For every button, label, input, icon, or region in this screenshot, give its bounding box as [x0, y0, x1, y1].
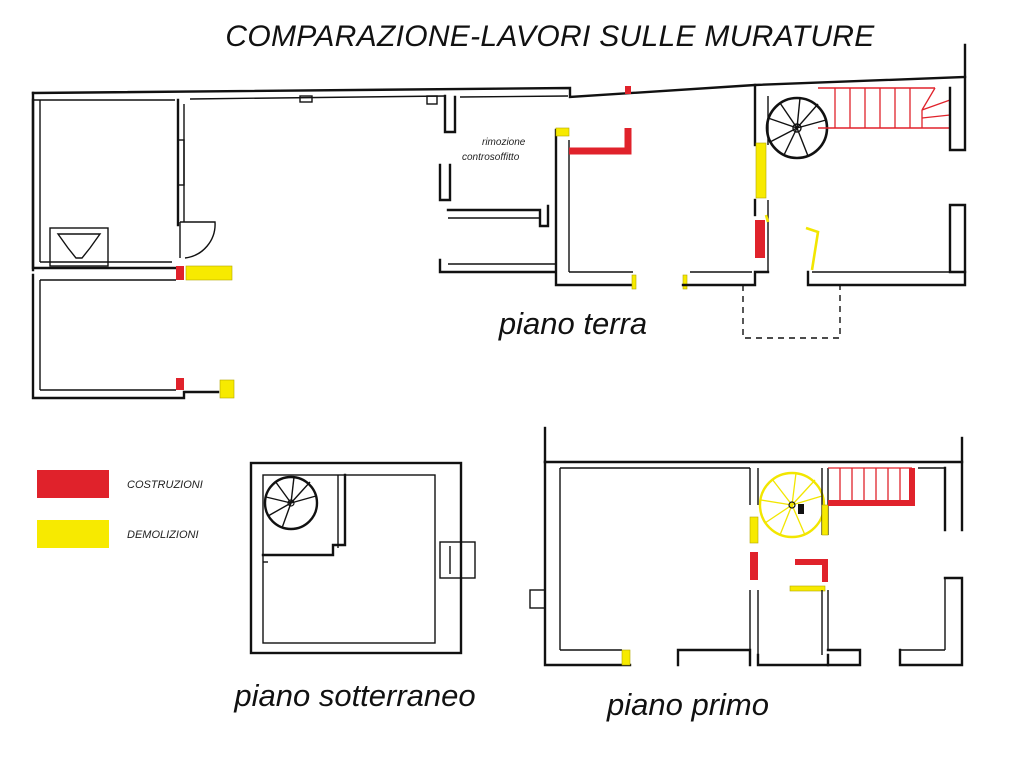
annotation-line1: rimozione [482, 137, 526, 148]
legend-label-costruzioni: COSTRUZIONI [127, 479, 203, 491]
legend: COSTRUZIONI DEMOLIZIONI [37, 470, 203, 548]
legend-label-demolizioni: DEMOLIZIONI [127, 529, 199, 541]
first-straight-stair-new [828, 467, 915, 506]
ground-floor-plan: rimozione controsoffitto [31, 43, 967, 400]
first-spiral-staircase-demolished-icon [758, 471, 826, 539]
first-floor-plan [529, 426, 964, 667]
annotation-line2: controsoffitto [462, 152, 520, 163]
legend-swatch-demolizioni [37, 520, 109, 548]
spiral-staircase-icon [765, 96, 829, 160]
label-piano-sotterraneo: piano sotterraneo [233, 678, 475, 713]
label-piano-primo: piano primo [606, 687, 769, 722]
door-swing-icon [179, 221, 216, 259]
basement-plan [249, 461, 476, 655]
legend-swatch-costruzioni [37, 470, 109, 498]
label-piano-terra: piano terra [498, 306, 647, 341]
fixture-icon [49, 227, 109, 267]
diagram-title: COMPARAZIONE-LAVORI SULLE MURATURE [225, 20, 875, 53]
straight-stair-new [818, 87, 951, 129]
basement-spiral-staircase-icon [263, 475, 319, 531]
